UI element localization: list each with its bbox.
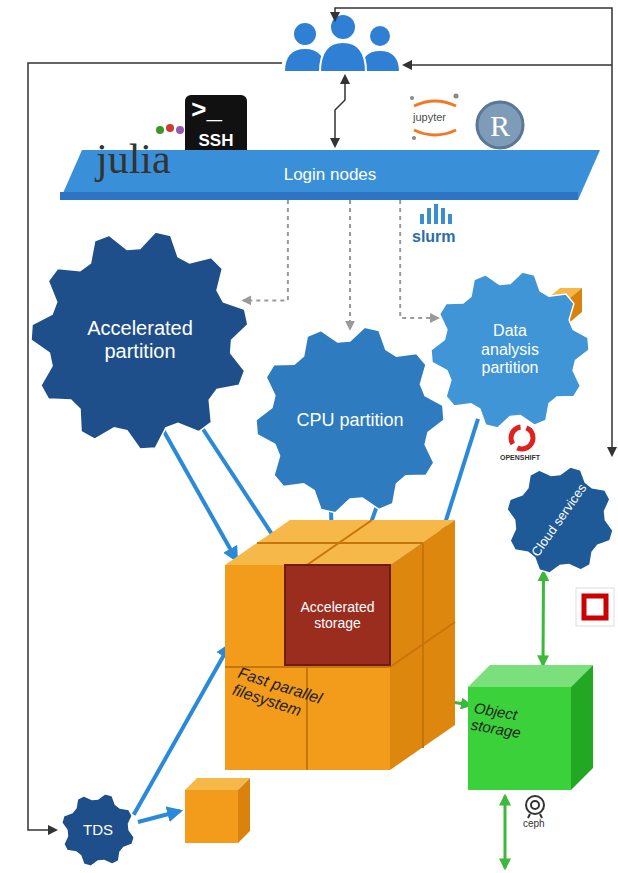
cube-face <box>468 665 593 687</box>
openshift-icon <box>511 427 533 449</box>
connector <box>400 200 438 318</box>
object-storage-cube: Object storage <box>468 665 593 790</box>
connector <box>542 572 546 665</box>
ceph-arrow <box>504 796 507 868</box>
node-label: Login nodes <box>284 165 377 185</box>
gear-shape <box>507 467 613 573</box>
small-cube <box>185 778 250 843</box>
connector <box>162 428 237 560</box>
ssh-prompt: >_ <box>191 97 222 126</box>
julia-dots <box>156 124 184 134</box>
slurm-text: slurm <box>412 228 456 246</box>
gear-shape <box>62 794 135 867</box>
node-label: TDS <box>83 821 113 838</box>
cube-seam <box>225 520 455 770</box>
openstack-icon <box>576 588 614 626</box>
julia-logo-text: julia <box>96 136 171 182</box>
gear-shape <box>431 272 589 428</box>
data-analysis-gear: Data analysis partition <box>430 270 590 430</box>
tds-gear: TDS <box>60 792 136 868</box>
gear-shape <box>31 232 248 449</box>
ssh-text: SSH <box>185 132 247 151</box>
r-logo <box>477 102 523 148</box>
user-flow-lines <box>28 8 612 830</box>
ceph-text: ceph <box>523 818 545 829</box>
node-label: Data analysis partition <box>465 322 555 377</box>
node-label: CPU partition <box>296 410 403 431</box>
cpu-gear: CPU partition <box>255 325 445 515</box>
tds-arrow <box>138 811 180 822</box>
slurm-icon <box>420 204 452 224</box>
filesystem-cube: Fast parallel filesystemAccelerated stor… <box>225 520 455 770</box>
accelerated-gear: Accelerated partition <box>30 230 250 450</box>
connector <box>243 200 288 300</box>
box-shape <box>285 565 390 665</box>
jupyter-text: jupyter <box>413 111 446 123</box>
r-logo-text: R <box>478 103 522 147</box>
openshift-text: OPENSHIFT <box>500 454 540 462</box>
cube-face <box>571 665 593 790</box>
cube-face <box>468 687 571 790</box>
gear-shape <box>256 327 444 513</box>
node-label: Accelerated partition <box>65 317 215 363</box>
cube-face <box>60 192 578 200</box>
connector <box>134 645 230 815</box>
ssh-icon <box>185 95 247 157</box>
users-icon <box>284 14 400 72</box>
jupyter-icon <box>410 94 459 141</box>
accelerated-storage-box: Accelerated storage <box>285 565 390 665</box>
node-label: Accelerated storage <box>290 599 385 631</box>
cloud-gear: Cloud services <box>505 465 615 575</box>
ceph-icon <box>526 796 544 818</box>
connector <box>349 200 351 329</box>
